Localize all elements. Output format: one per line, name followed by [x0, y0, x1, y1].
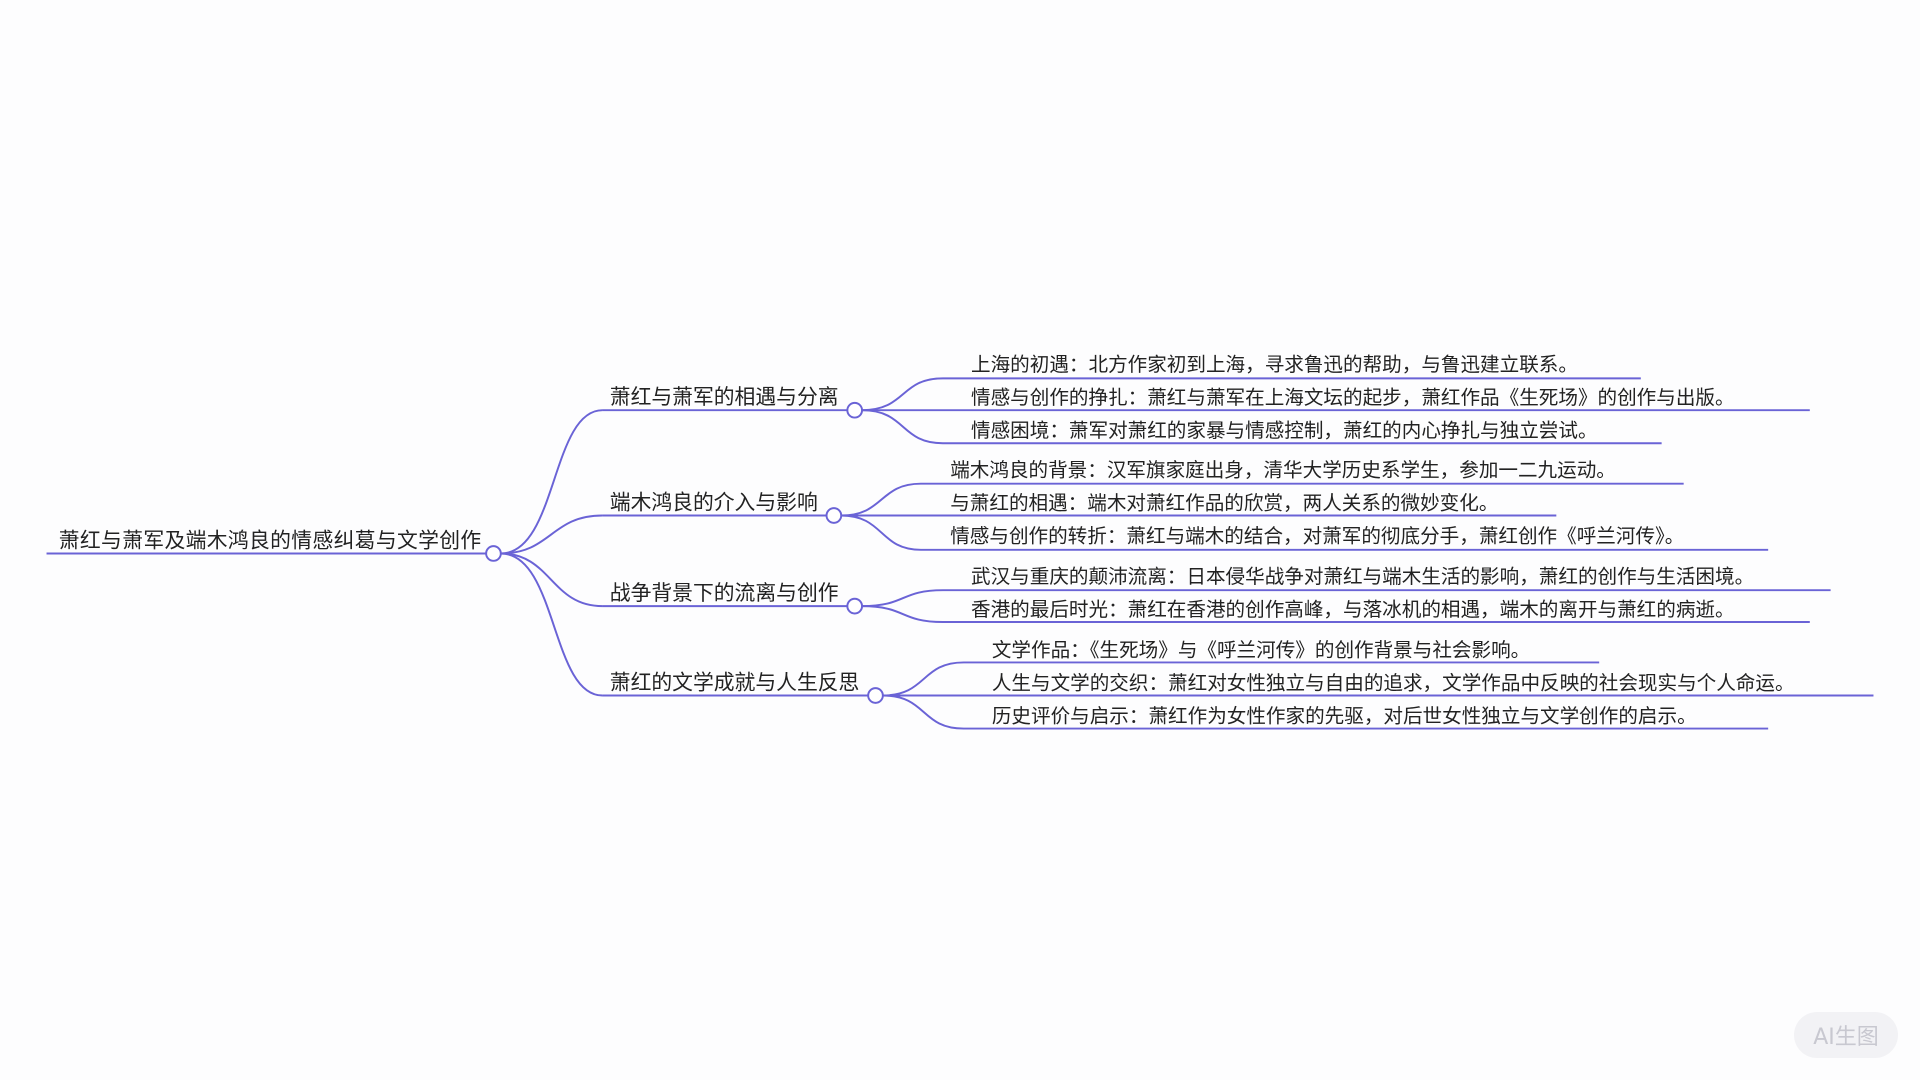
collapse-toggle-branch-1[interactable] — [846, 401, 864, 419]
collapse-toggle-branch-3[interactable] — [846, 597, 864, 615]
branch-node-3[interactable]: 战争背景下的流离与创作 — [602, 581, 848, 608]
leaf-node[interactable]: 历史评价与启示：萧红作为女性作家的先驱，对后世女性独立与文学创作的启示。 — [992, 704, 1697, 727]
root-label: 萧红与萧军及端木鸿良的情感纠葛与文学创作 — [59, 528, 481, 552]
leaf-node[interactable]: 上海的初遇：北方作家初到上海，寻求鲁迅的帮助，与鲁迅建立联系。 — [971, 353, 1578, 376]
leaf-node[interactable]: 端木鸿良的背景：汉军旗家庭出身，清华大学历史系学生，参加一二九运动。 — [950, 458, 1616, 481]
leaf-node[interactable]: 人生与文学的交织：萧红对女性独立与自由的追求，文学作品中反映的社会现实与个人命运… — [992, 671, 1795, 694]
branch-node-2[interactable]: 端木鸿良的介入与影响 — [602, 490, 827, 517]
branch-label: 端木鸿良的介入与影响 — [610, 490, 818, 514]
edge-root-branch-1 — [500, 409, 603, 555]
collapse-toggle-branch-2[interactable] — [825, 507, 843, 524]
branch-node-4[interactable]: 萧红的文学成就与人生反思 — [602, 670, 869, 697]
collapse-toggle-branch-4[interactable] — [867, 687, 884, 704]
branch-label: 萧红的文学成就与人生反思 — [610, 670, 860, 694]
ai-generate-badge[interactable]: AI生图 — [1794, 1012, 1898, 1058]
collapse-toggle-root[interactable] — [485, 545, 502, 562]
edge-root-branch-3 — [500, 552, 603, 608]
leaf-node[interactable]: 与萧红的相遇：端木对萧红作品的欣赏，两人关系的微妙变化。 — [950, 491, 1498, 514]
leaf-node[interactable]: 情感困境：萧军对萧红的家暴与情感控制，萧红的内心挣扎与独立尝试。 — [971, 419, 1598, 442]
edge-root-branch-4 — [500, 552, 603, 697]
leaf-node[interactable]: 情感与创作的转折：萧红与端木的结合，对萧军的彻底分手，萧红创作《呼兰河传》。 — [950, 524, 1684, 547]
root-node[interactable]: 萧红与萧军及端木鸿良的情感纠葛与文学创作 — [46, 528, 487, 555]
leaf-node[interactable]: 文学作品：《生死场》与《呼兰河传》的创作背景与社会影响。 — [992, 638, 1530, 661]
branch-label: 萧红与萧军的相遇与分离 — [610, 385, 839, 409]
leaf-node[interactable]: 武汉与重庆的颠沛流离：日本侵华战争对萧红与端木生活的影响，萧红的创作与生活困境。 — [971, 565, 1754, 588]
leaf-node[interactable]: 香港的最后时光：萧红在香港的创作高峰，与落冰机的相遇，端木的离开与萧红的病逝。 — [971, 598, 1735, 621]
branch-node-1[interactable]: 萧红与萧军的相遇与分离 — [602, 385, 848, 412]
leaf-node[interactable]: 情感与创作的挣扎：萧红与萧军在上海文坛的起步，萧红作品《生死场》的创作与出版。 — [971, 386, 1735, 409]
edge-root-branch-2 — [500, 514, 603, 555]
branch-label: 战争背景下的流离与创作 — [610, 581, 839, 605]
